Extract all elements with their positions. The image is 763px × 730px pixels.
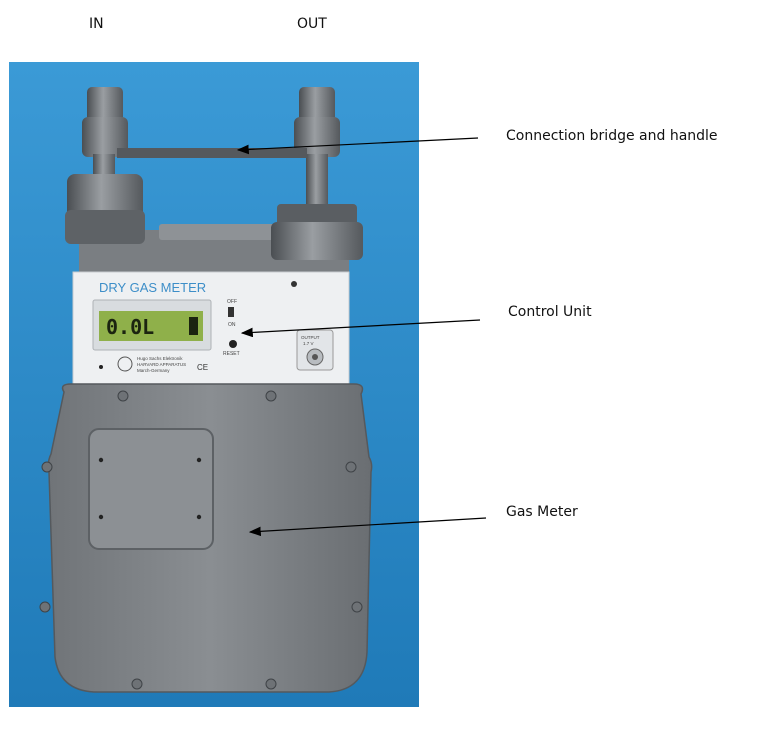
gas-meter-photo: DRY GAS METER 0.0L OFF ON RESET OUTPUT 1…	[9, 62, 419, 707]
manufacturer-line-2: HARVARD APPARATUS	[137, 362, 186, 367]
ce-mark: CE	[197, 363, 208, 372]
control-unit: DRY GAS METER 0.0L OFF ON RESET OUTPUT 1…	[72, 271, 350, 385]
inlet-stub	[65, 87, 145, 244]
reset-label: RESET	[223, 351, 240, 357]
gas-meter-body	[39, 383, 373, 693]
manufacturer-line-3: March-Germany	[137, 368, 170, 373]
output-label: OUTPUT	[301, 335, 320, 340]
output-voltage: 1.7 V	[303, 341, 314, 346]
power-switch	[228, 307, 234, 317]
lcd-reading: 0.0L	[106, 315, 154, 339]
switch-on-label: ON	[228, 322, 236, 328]
outlet-label: OUT	[297, 16, 327, 32]
control-unit-callout-label: Control Unit	[508, 304, 592, 320]
panel-title: DRY GAS METER	[99, 280, 206, 295]
reset-button	[229, 340, 237, 348]
inlet-label: IN	[89, 16, 104, 32]
manufacturer-line-1: Hugo Sachs Elektronik	[137, 356, 183, 361]
gas-meter-callout-label: Gas Meter	[506, 504, 578, 520]
bridge-callout-label: Connection bridge and handle	[506, 128, 718, 144]
switch-off-label: OFF	[227, 299, 237, 305]
meter-access-cover	[88, 428, 214, 550]
lcd-display	[99, 311, 203, 341]
connection-bridge	[117, 148, 307, 158]
